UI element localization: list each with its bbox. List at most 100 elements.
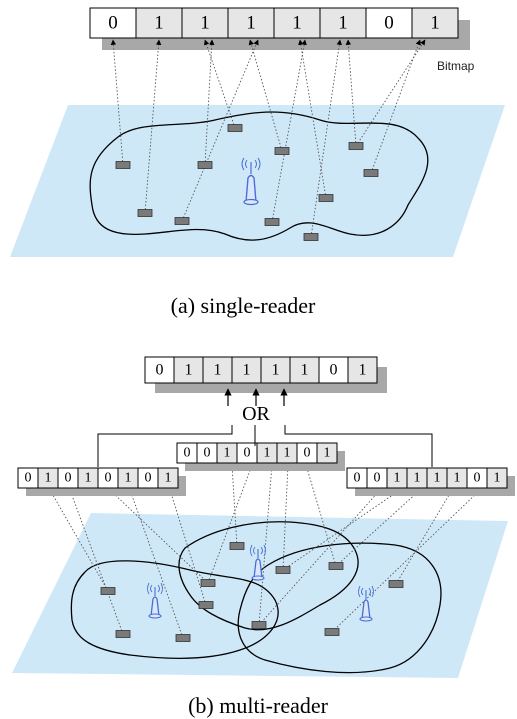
bit-value: 1 (214, 362, 222, 379)
tag-to-bit-line (331, 489, 481, 633)
tag-to-bit-line (181, 39, 259, 222)
rfid-tag (275, 566, 291, 574)
bit-cell (227, 7, 275, 39)
caption-multi-reader: (b) multi-reader (188, 693, 329, 718)
bit-value: 0 (184, 446, 191, 461)
bit-value: 1 (45, 471, 52, 486)
bit-value: 1 (85, 471, 92, 486)
bit-value: 0 (244, 446, 251, 461)
bit-cell (135, 7, 183, 39)
single-tags (115, 124, 379, 241)
coverage-region-middle (178, 521, 359, 631)
bit-value: 1 (200, 13, 210, 34)
bit-cell (181, 7, 229, 39)
bit-value: 1 (154, 13, 164, 34)
bit-value: 1 (394, 471, 401, 486)
bit-value: 1 (324, 446, 331, 461)
tag-to-bit-line (109, 489, 209, 584)
bit-value: 1 (454, 471, 461, 486)
caption-single-reader: (a) single-reader (171, 293, 316, 318)
bit-value: 1 (125, 471, 132, 486)
tag-to-bit-line (395, 489, 453, 585)
rfid-tag (174, 217, 190, 225)
single-tag-lines (110, 39, 426, 238)
rfid-tag (328, 562, 344, 570)
bit-value: 0 (105, 471, 112, 486)
multi-tag-lines (49, 464, 481, 639)
tag-to-bit-line (370, 39, 421, 174)
rfid-tag (303, 233, 319, 241)
bit-value: 0 (304, 446, 311, 461)
or-arrows (224, 388, 288, 406)
bit-value: 1 (414, 471, 421, 486)
tag-to-bit-line (282, 464, 291, 571)
bit-value: 1 (359, 362, 367, 379)
bit-value: 0 (330, 362, 338, 379)
coverage-region-right (237, 542, 442, 674)
rfid-tag (115, 630, 131, 638)
rfid-tag (363, 169, 379, 177)
rfid-tag (100, 587, 116, 595)
rfid-tag (198, 601, 214, 609)
bit-cell (318, 356, 349, 384)
rfid-tag (115, 161, 131, 169)
rfid-tag (324, 628, 340, 636)
bit-cell (486, 467, 508, 489)
bit-value: 0 (108, 13, 118, 34)
rfid-tag (175, 634, 191, 642)
tag-to-bit-line (355, 39, 426, 147)
rfid-tag (197, 161, 213, 169)
bit-cell (144, 356, 175, 384)
or-label: OR (242, 403, 270, 425)
rfid-tag (348, 142, 364, 150)
bit-cell (173, 356, 204, 384)
tag-to-bit-line (335, 489, 421, 567)
bit-value: 0 (156, 362, 164, 379)
rfid-tag (251, 621, 267, 629)
plane-multi (12, 513, 508, 678)
bit-value: 1 (224, 446, 231, 461)
bit-cell (260, 356, 291, 384)
bit-value: 0 (384, 13, 394, 34)
bit-value: 1 (301, 362, 309, 379)
rfid-tag (264, 218, 280, 226)
bit-value: 0 (354, 471, 361, 486)
tag-to-bit-line (258, 489, 381, 626)
bit-cell (231, 356, 262, 384)
bit-value: 0 (374, 471, 381, 486)
bit-value: 1 (272, 362, 280, 379)
coverage-region-left (70, 560, 279, 659)
bit-value: 0 (204, 446, 211, 461)
bit-cell (157, 467, 179, 489)
bit-value: 1 (338, 13, 348, 34)
bit-value: 1 (243, 362, 251, 379)
bit-cell (316, 442, 338, 464)
reader-antenna-icon (358, 585, 374, 622)
tag-to-bit-line (298, 39, 327, 199)
bit-value: 1 (165, 471, 172, 486)
bit-value: 1 (434, 471, 441, 486)
tag-to-bit-line (144, 39, 162, 214)
tag-to-bit-line (310, 39, 342, 238)
bit-value: 1 (430, 13, 440, 34)
bit-cell (319, 7, 367, 39)
bit-value: 1 (246, 13, 256, 34)
tag-to-bit-line (204, 39, 236, 129)
tag-to-bit-line (304, 464, 337, 567)
single-bitmap: 0 1 1 1 1 1 0 1 (89, 7, 470, 50)
reader-antenna-icon (241, 157, 261, 206)
rfid-tag (318, 194, 334, 202)
rfid-tag (227, 124, 243, 132)
bit-value: 0 (145, 471, 152, 486)
or-connectors (97, 425, 433, 467)
tag-to-bit-line (271, 39, 307, 223)
rfid-tag (274, 147, 290, 155)
bit-value: 1 (292, 13, 302, 34)
bit-value: 0 (25, 471, 32, 486)
